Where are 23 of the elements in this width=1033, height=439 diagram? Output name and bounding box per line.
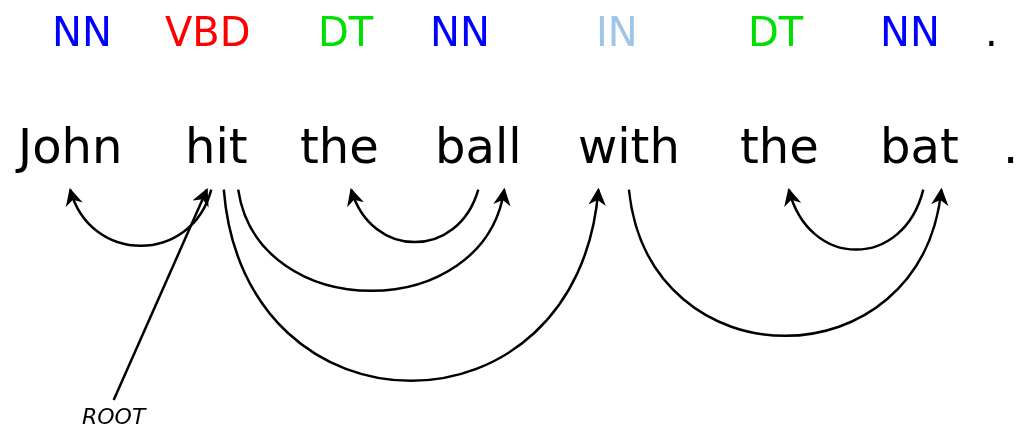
pos-tag: DT xyxy=(318,8,374,56)
pos-tag: VBD xyxy=(165,8,251,56)
word-token: the xyxy=(740,118,819,176)
dependency-arrow xyxy=(67,187,213,247)
root-label: ROOT xyxy=(82,404,146,431)
word-token: the xyxy=(300,118,379,176)
pos-tag: NN xyxy=(430,8,490,56)
dependency-arrow xyxy=(237,187,509,292)
pos-tag: IN xyxy=(596,8,638,56)
dependency-arrow xyxy=(348,187,480,244)
dependency-arrow xyxy=(112,188,209,401)
dependency-arrow xyxy=(222,187,604,382)
word-token: bat xyxy=(880,118,959,176)
word-token: hit xyxy=(185,118,248,176)
pos-tag: . xyxy=(985,8,998,56)
word-token: with xyxy=(578,118,680,176)
dependency-arrow xyxy=(627,187,947,337)
pos-tag: DT xyxy=(748,8,804,56)
word-token: . xyxy=(1003,118,1019,176)
pos-tag: NN xyxy=(880,8,940,56)
pos-tag: NN xyxy=(52,8,112,56)
word-token: ball xyxy=(435,118,522,176)
dependency-arrow xyxy=(785,187,925,251)
